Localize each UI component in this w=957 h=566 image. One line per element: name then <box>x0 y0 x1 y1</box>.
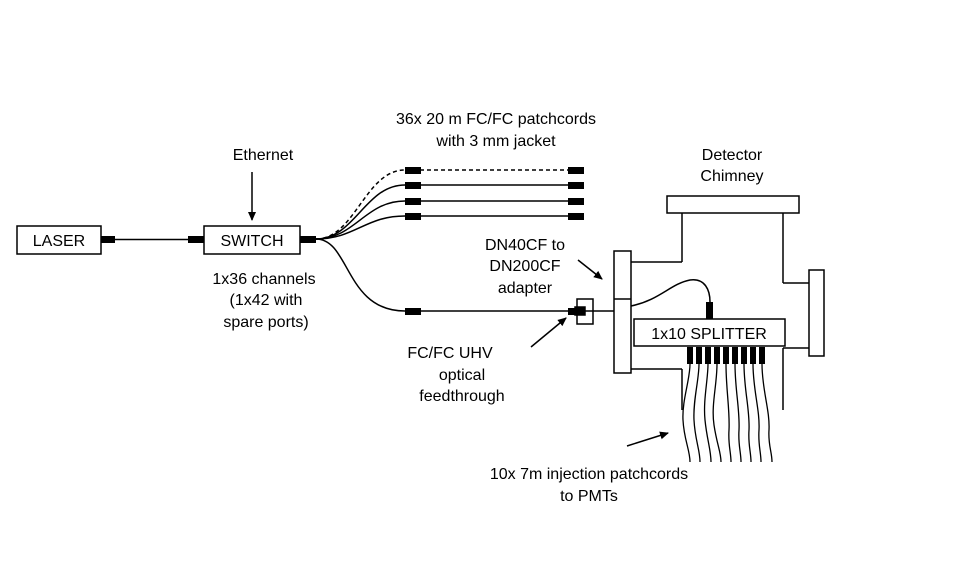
adapter-label-line1: DN40CF to <box>485 237 565 254</box>
feedthrough-label-line1: FC/FC UHV <box>407 345 493 362</box>
detector-label-line2: Chimney <box>700 168 763 185</box>
feedthrough-label-line3: feedthrough <box>419 388 504 405</box>
adapter-label-line2: DN200CF <box>489 258 560 275</box>
patchcord-lines <box>420 169 568 312</box>
feedthrough-label-line2: optical <box>439 367 485 384</box>
adapter-label-line3: adapter <box>498 280 553 297</box>
patchcord-bundle <box>315 169 406 312</box>
switch-label: SWITCH <box>220 233 283 250</box>
injection-label-line2: to PMTs <box>560 488 618 505</box>
ethernet-label: Ethernet <box>233 147 294 164</box>
injection-label-line1: 10x 7m injection patchcords <box>490 466 688 483</box>
patchcords-label-line2: with 3 mm jacket <box>435 133 556 150</box>
patchcord-connectors <box>405 167 584 315</box>
switch-output-connector <box>300 236 316 243</box>
detector-chimney <box>613 195 825 410</box>
laser-label: LASER <box>33 233 85 250</box>
splitter-output-connectors <box>687 347 765 364</box>
internal-fiber <box>630 279 711 307</box>
splitter-label: 1x10 SPLITTER <box>651 326 767 343</box>
feedthrough-arrow <box>530 317 567 348</box>
switch-box: SWITCH <box>203 225 301 255</box>
laser-connector <box>101 236 115 243</box>
laser-box: LASER <box>16 225 102 255</box>
channels-label-line3: spare ports) <box>223 314 308 331</box>
splitter-box: 1x10 SPLITTER <box>633 318 786 347</box>
channels-label-line2: (1x42 with <box>230 292 303 309</box>
patchcords-label-line1: 36x 20 m FC/FC patchcords <box>396 111 596 128</box>
splitter-input-connector <box>706 302 713 320</box>
injection-patchcords <box>682 363 773 463</box>
channels-label-line1: 1x36 channels <box>212 271 315 288</box>
switch-input-connector <box>188 236 204 243</box>
detector-label-line1: Detector <box>702 147 763 164</box>
feedthrough <box>574 298 614 325</box>
injection-arrow <box>626 431 669 447</box>
adapter-arrow <box>577 259 603 280</box>
